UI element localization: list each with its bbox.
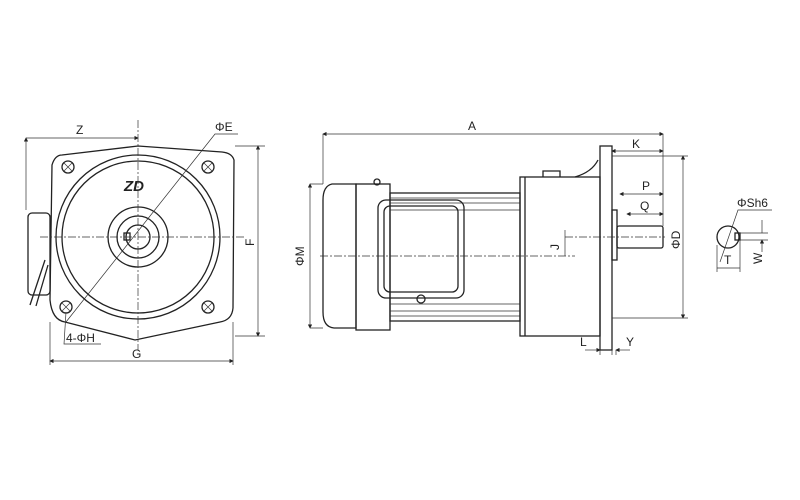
dim-h-leader: [63, 311, 101, 345]
top-screw: [373, 178, 381, 186]
terminal-screw: [416, 294, 426, 304]
brand-logo: ZD: [123, 178, 144, 195]
dim-l-label: L: [580, 335, 587, 349]
fan-cover: [322, 183, 357, 329]
lead-wires: [29, 259, 49, 307]
front-view: ZD ΦE Z F G 4-ΦH: [26, 120, 265, 365]
shaft-section: ΦSh6 W T: [716, 196, 772, 272]
terminal-box: [27, 212, 51, 296]
dim-s-label: ΦSh6: [737, 196, 768, 210]
motor-body: [389, 192, 521, 322]
dim-f-label: F: [243, 239, 257, 246]
terminal-box-outer: [377, 199, 465, 299]
dim-g-extension: [49, 322, 234, 365]
terminal-box-inner: [383, 205, 459, 293]
dim-e-leader: [65, 133, 238, 323]
dim-q-label: Q: [640, 199, 649, 213]
dim-w-extension: [740, 232, 768, 241]
dim-a-label: A: [468, 119, 476, 133]
dim-d-label: ΦD: [669, 230, 683, 249]
dim-w-label: W: [751, 252, 765, 264]
dim-s-leader: [719, 209, 772, 263]
dim-d-extension: [612, 155, 688, 319]
shaft-section-circle: [716, 225, 740, 249]
mounting-holes: [59, 160, 215, 314]
dim-z-line: [26, 138, 138, 210]
gearbox-body: [519, 176, 601, 337]
dim-t-line: [716, 240, 741, 272]
dim-m-extension: [310, 183, 323, 329]
dim-k-label: K: [632, 137, 640, 151]
shaft-key: [123, 232, 131, 241]
flange-rib: [574, 159, 599, 178]
dim-t-label: T: [724, 253, 732, 267]
output-flange: [599, 145, 613, 351]
centerlines: [40, 120, 245, 350]
dim-ly-extension: [599, 336, 617, 355]
motor-end-bell: [355, 183, 391, 331]
oil-plug: [542, 170, 561, 177]
dim-e-label: ΦE: [215, 120, 233, 134]
dim-m-label: ΦM: [293, 246, 307, 266]
dim-y-label: Y: [626, 335, 634, 349]
cooling-fins: [390, 197, 520, 317]
side-view: A K P Q J ΦD ΦM L Y: [293, 119, 688, 355]
dim-z-label: Z: [76, 123, 83, 137]
dim-j-label: J: [548, 244, 562, 250]
flange-boss: [611, 209, 618, 261]
flange-outline: [49, 145, 235, 341]
dim-p-label: P: [642, 179, 650, 193]
shaft-section-key: [734, 232, 741, 241]
dim-h-label: 4-ΦH: [66, 331, 95, 345]
dim-g-label: G: [132, 347, 141, 361]
